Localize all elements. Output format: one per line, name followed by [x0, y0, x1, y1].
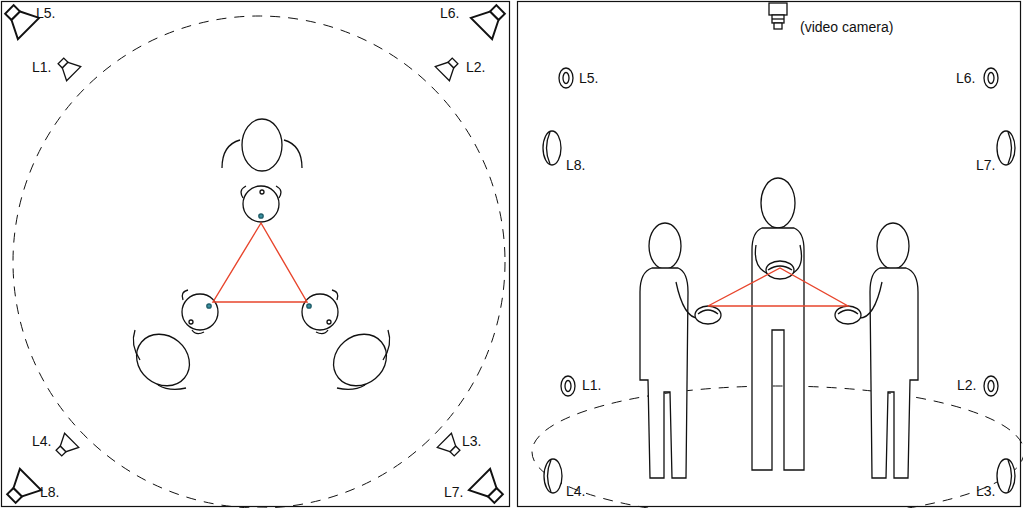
- speaker-label: L1.: [582, 378, 601, 392]
- speaker-label: L6.: [956, 71, 975, 85]
- speaker-label: L3.: [462, 434, 481, 448]
- speaker-label: L3.: [976, 484, 995, 498]
- persons-front: [640, 178, 918, 478]
- speaker-label: L5.: [36, 6, 55, 20]
- panel-frame: [518, 2, 1021, 507]
- dashed-circle: [13, 16, 505, 508]
- speaker-label: L4.: [566, 484, 585, 498]
- red-triangle: [213, 223, 307, 302]
- persons-top: [126, 119, 397, 396]
- speaker-label: L8.: [40, 485, 59, 499]
- video-camera: [769, 3, 787, 29]
- speakers-top: [0, 0, 511, 508]
- speaker-label: L4.: [32, 434, 51, 448]
- panel-frame: [2, 2, 510, 507]
- speaker-label: L5.: [579, 71, 598, 85]
- speaker-label: L2.: [957, 378, 976, 392]
- speakers-front: [543, 68, 1015, 493]
- speaker-label: L1.: [32, 60, 51, 74]
- speaker-label: L7.: [976, 158, 995, 172]
- speaker-label: L2.: [466, 60, 485, 74]
- red-triangle: [708, 268, 848, 306]
- dashed-floor: [532, 386, 1023, 508]
- speaker-label: L7.: [444, 485, 463, 499]
- speaker-label: L8.: [566, 158, 585, 172]
- speaker-label: L6.: [440, 6, 459, 20]
- camera-label: (video camera): [800, 20, 893, 34]
